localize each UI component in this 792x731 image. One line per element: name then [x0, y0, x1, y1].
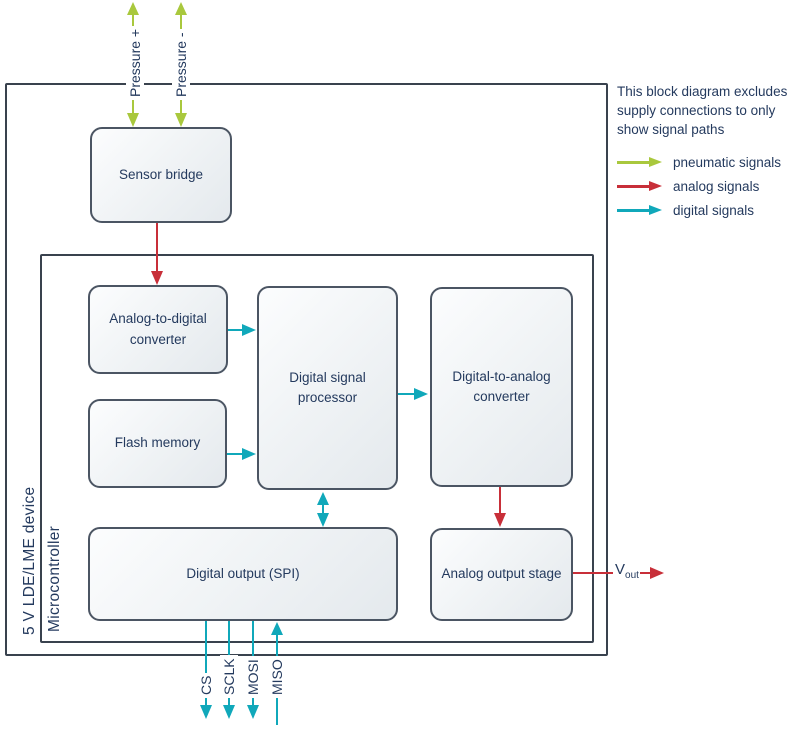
block-analog-output-stage-label: Analog output stage — [441, 566, 562, 582]
block-dac-label: Digital-to-analog converter — [452, 368, 551, 404]
up-arrowhead-icon — [271, 622, 283, 635]
line — [179, 13, 183, 40]
down-arrowhead-icon — [151, 271, 163, 285]
block-adc-label: Analog-to-digital converter — [109, 311, 207, 347]
down-arrowhead-icon — [494, 513, 506, 527]
digital-arrowhead-icon — [649, 204, 662, 215]
legend-row-digital: digital signals — [617, 202, 792, 219]
down-arrowhead-icon — [223, 705, 235, 719]
miso-label: MISO — [268, 656, 286, 698]
cs-label: CS — [197, 672, 215, 698]
line — [179, 96, 183, 113]
digital-arrow-icon — [617, 209, 651, 212]
down-arrowhead-icon — [200, 705, 212, 719]
down-arrowhead-icon — [247, 705, 259, 719]
block-digital-output-spi-label: Digital output (SPI) — [186, 565, 300, 581]
pressure-plus-label: Pressure + — [126, 25, 144, 100]
device-label: 5 V LDE/LME device — [21, 486, 38, 635]
vout-sub: out — [625, 570, 639, 581]
block-flash-memory-label: Flash memory — [114, 435, 201, 451]
line — [204, 621, 208, 706]
legend-row-analog: analog signals — [617, 178, 792, 195]
down-arrowhead-icon — [175, 113, 187, 127]
line — [155, 223, 159, 273]
line — [227, 452, 244, 456]
block-adc: Analog-to-digital converter — [88, 285, 228, 374]
analog-arrowhead-icon — [649, 180, 662, 191]
down-arrowhead-icon — [127, 113, 139, 127]
microcontroller-label: Microcontroller — [46, 525, 63, 632]
microcontroller-frame — [40, 254, 594, 643]
vout-label: Vout — [615, 561, 639, 581]
pneumatic-arrow-icon — [617, 161, 651, 164]
right-arrowhead-icon — [414, 388, 428, 400]
legend-row-pneumatic: pneumatic signals — [617, 154, 792, 171]
line — [228, 328, 244, 332]
sclk-label: SCLK — [220, 655, 238, 698]
pneumatic-arrowhead-icon — [649, 156, 662, 167]
block-digital-output-spi: Digital output (SPI) — [88, 527, 398, 621]
legend-label-analog: analog signals — [673, 179, 760, 194]
up-arrowhead-icon — [317, 492, 329, 505]
line — [321, 503, 325, 515]
right-arrowhead-icon — [242, 448, 256, 460]
block-sensor-bridge: Sensor bridge — [90, 127, 232, 223]
block-dsp-label: Digital signal processor — [289, 369, 366, 405]
line — [131, 96, 135, 113]
block-sensor-bridge-label: Sensor bridge — [118, 166, 204, 182]
legend-label-pneumatic: pneumatic signals — [673, 155, 782, 170]
vout-main: V — [615, 561, 626, 578]
up-arrowhead-icon — [127, 2, 139, 15]
line — [573, 571, 613, 575]
legend-label-digital: digital signals — [673, 203, 755, 218]
pressure-minus-label: Pressure - — [172, 29, 190, 100]
line — [498, 487, 502, 515]
right-arrowhead-icon — [650, 567, 664, 579]
line — [640, 571, 652, 575]
analog-arrow-icon — [617, 185, 651, 188]
block-dsp: Digital signal processor — [257, 286, 398, 490]
block-flash-memory: Flash memory — [88, 399, 227, 488]
block-dac: Digital-to-analog converter — [430, 287, 573, 487]
right-arrowhead-icon — [242, 324, 256, 336]
down-arrowhead-icon — [317, 513, 329, 527]
mosi-label: MOSI — [244, 656, 262, 698]
legend-note: This block diagram excludes supply conne… — [617, 84, 788, 137]
device-frame — [5, 83, 608, 656]
line — [398, 392, 416, 396]
block-analog-output-stage: Analog output stage — [430, 528, 573, 621]
up-arrowhead-icon — [175, 2, 187, 15]
